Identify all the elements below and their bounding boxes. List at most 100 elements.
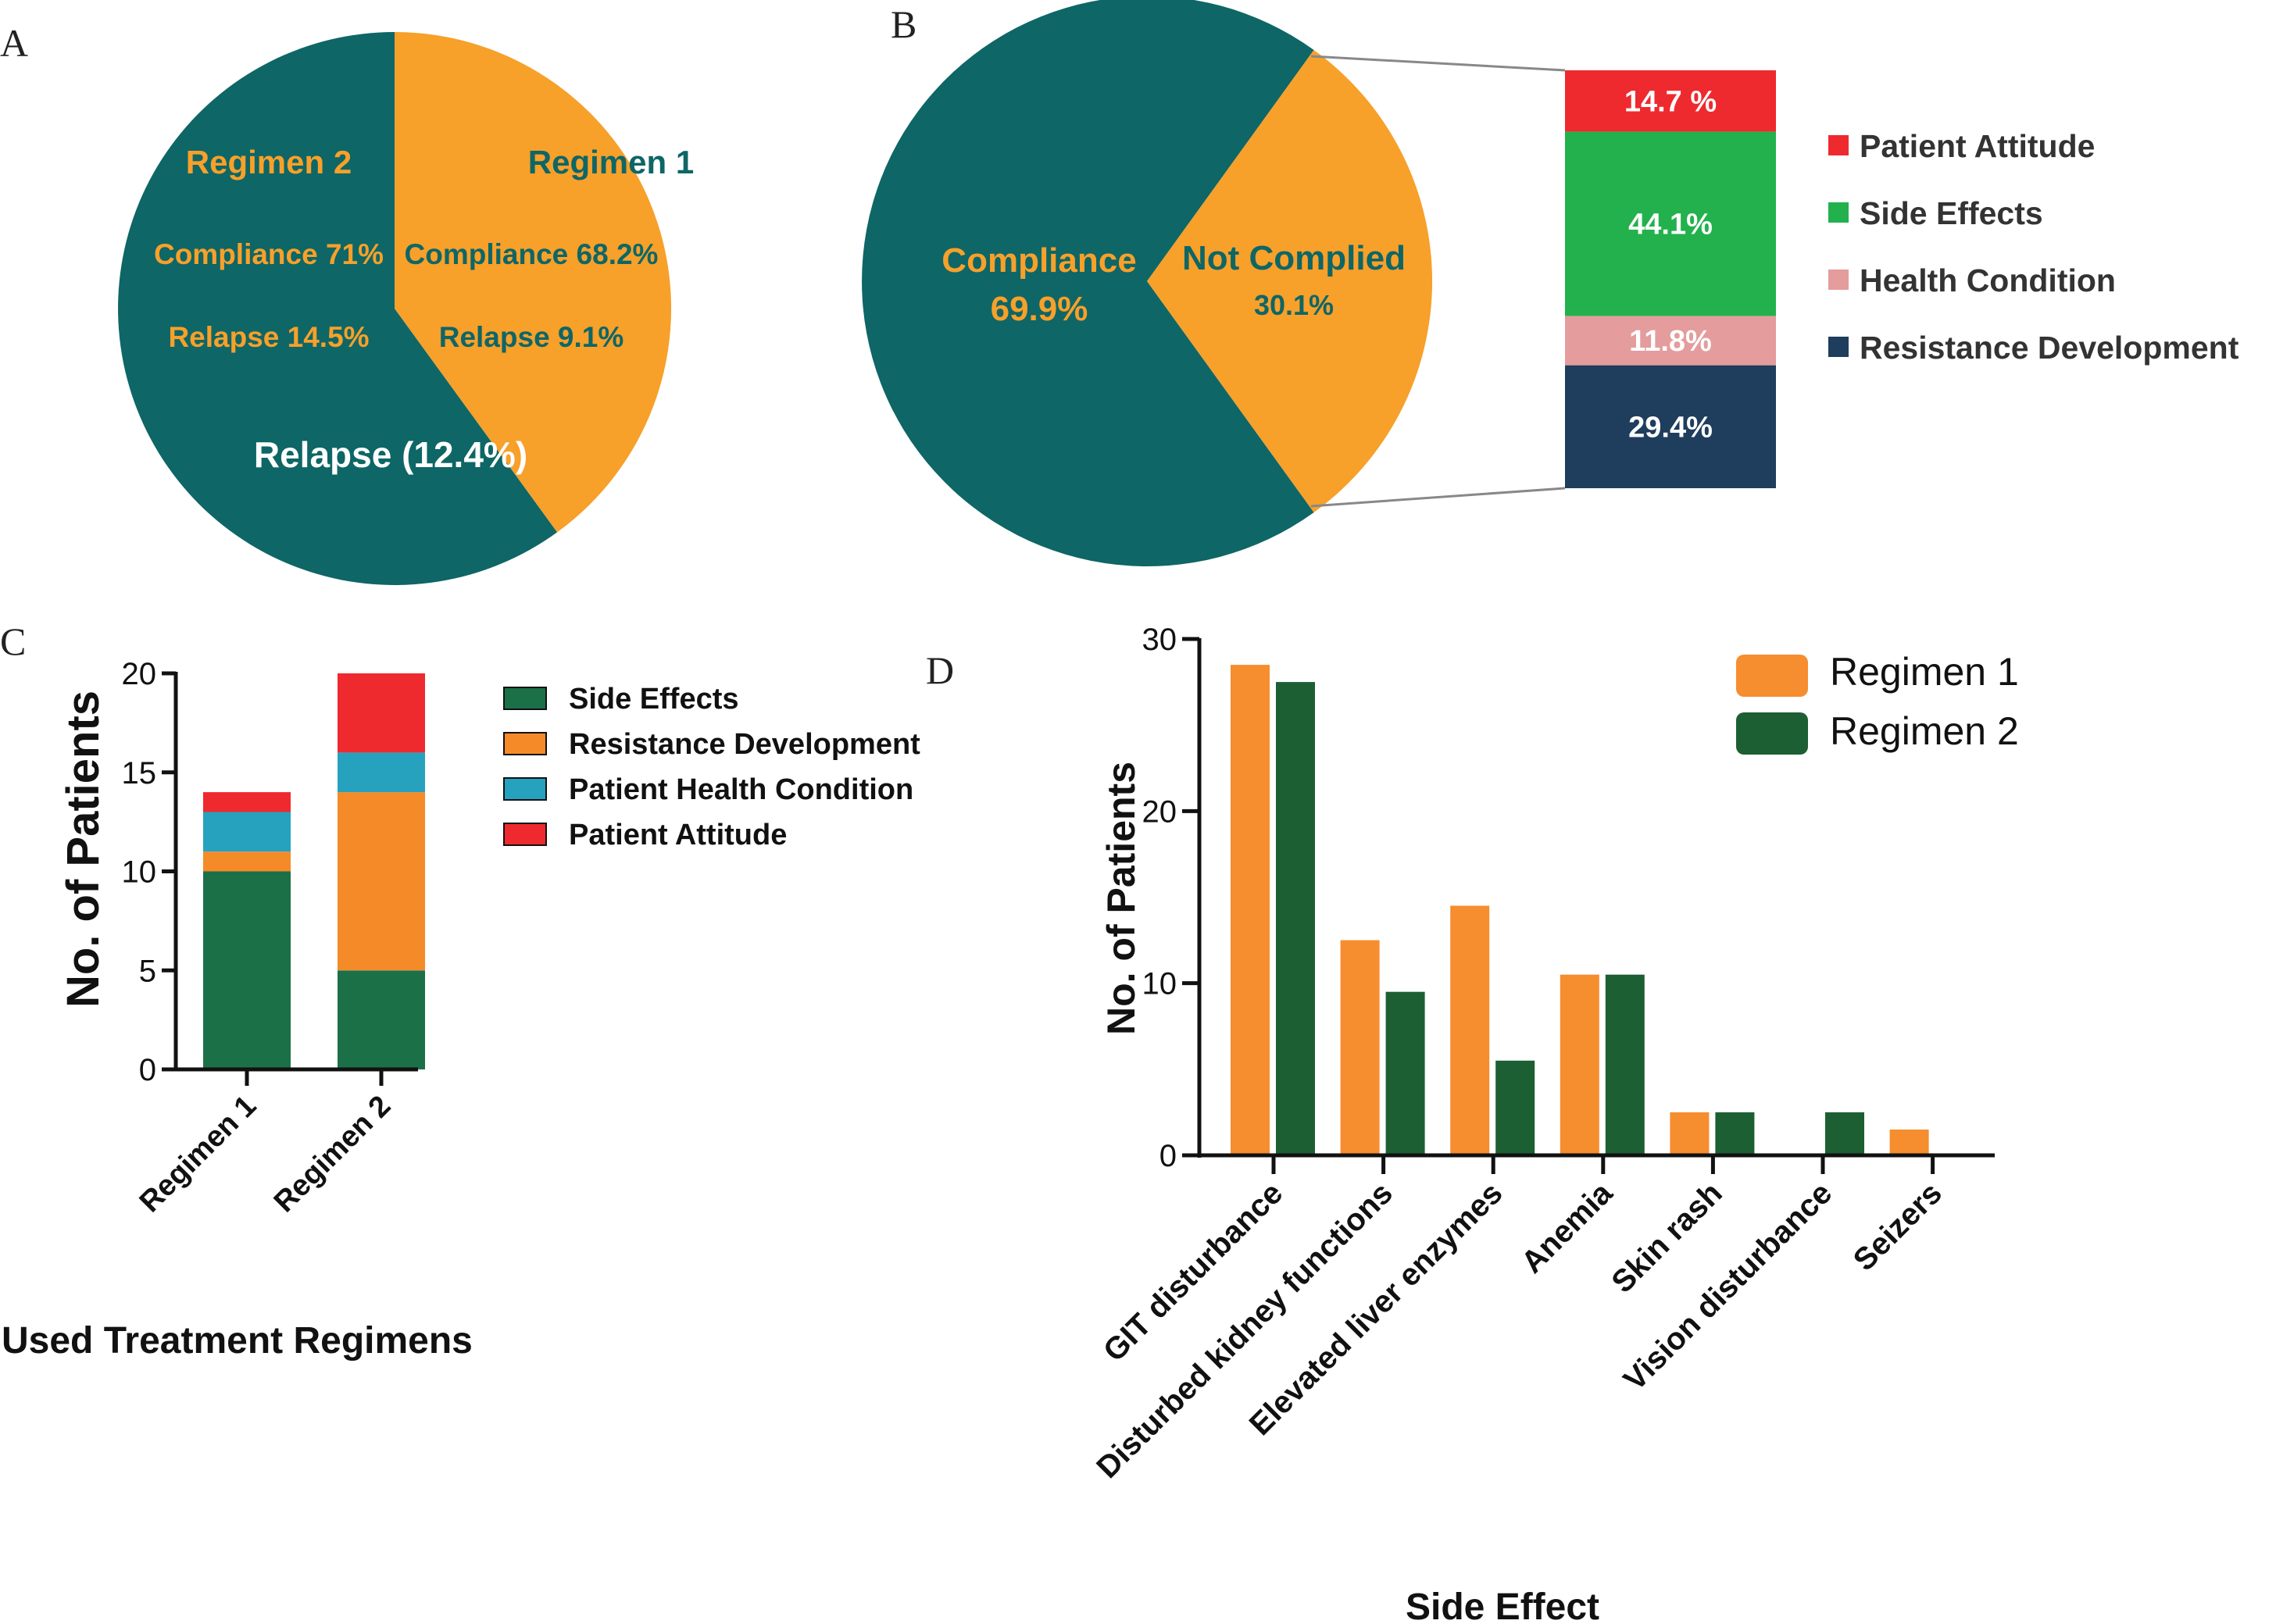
panel-d-bars bbox=[1231, 665, 1929, 1155]
pie-b-slice-not-complied bbox=[1147, 50, 1433, 512]
bar-skin-rash-regimen-2 bbox=[1715, 1112, 1755, 1155]
panel-d-x-tick-label-seizers: Seizers bbox=[1847, 1176, 1949, 1277]
legend-b-label-patient-attitude: Patient Attitude bbox=[1860, 128, 2095, 164]
bar-git-disturbance-regimen-1 bbox=[1231, 665, 1270, 1155]
legend-d-label-regimen-2: Regimen 2 bbox=[1830, 709, 2019, 753]
legend-b-swatch-patient-attitude bbox=[1828, 135, 1849, 155]
legend-d: Regimen 1 Regimen 2 bbox=[1736, 650, 2019, 755]
bar-regimen-2-resistance-development bbox=[338, 792, 425, 971]
panel-b-label: B bbox=[891, 2, 916, 46]
panel-d-y-tick-label-10: 10 bbox=[1142, 967, 1177, 1001]
panel-c-x-axis-title: Used Treatment Regimens bbox=[2, 1320, 473, 1362]
bar-regimen-2-side-effects bbox=[338, 970, 425, 1070]
panel-c-y-tick-label-0: 0 bbox=[139, 1053, 156, 1087]
legend-b-swatch-health-condition bbox=[1828, 269, 1849, 290]
legend-b-swatch-resistance-development bbox=[1828, 337, 1849, 357]
connector-line-bottom bbox=[1310, 487, 1566, 508]
bar-regimen-1-patient-attitude bbox=[203, 792, 291, 812]
pie-a-label-regimen-1-compliance: Compliance 68.2% bbox=[405, 238, 659, 270]
panel-d-x-tick-label-git-disturbance: GIT disturbance bbox=[1097, 1176, 1289, 1368]
bar-git-disturbance-regimen-2 bbox=[1276, 682, 1315, 1155]
pie-a-label-regimen-1-relapse: Relapse 9.1% bbox=[439, 321, 624, 353]
breakdown-segment-resistance-development bbox=[1565, 365, 1776, 488]
legend-c-swatch-side-effects bbox=[503, 687, 547, 710]
legend-b-label-side-effects: Side Effects bbox=[1860, 195, 2043, 231]
bar-anemia-regimen-1 bbox=[1560, 974, 1599, 1155]
bar-skin-rash-regimen-1 bbox=[1670, 1112, 1710, 1155]
panel-d-x-tick-label-vision-disturbance: Vision disturbance bbox=[1617, 1176, 1839, 1397]
pie-a-label-regimen-1: Regimen 1 bbox=[528, 144, 694, 180]
legend-b-label-health-condition: Health Condition bbox=[1860, 262, 2116, 298]
pie-a-slice-regimen-1 bbox=[395, 32, 672, 533]
breakdown-label-patient-attitude: 14.7 % bbox=[1624, 85, 1717, 118]
legend-d-label-regimen-1: Regimen 1 bbox=[1830, 650, 2019, 694]
breakdown-label-resistance-development: 29.4% bbox=[1628, 411, 1713, 444]
legend-c-swatch-patient-health-condition bbox=[503, 777, 547, 801]
breakdown-segment-patient-attitude bbox=[1565, 70, 1776, 132]
breakdown-stack: 14.7 % 44.1% 11.8% 29.4% bbox=[1565, 70, 1776, 488]
legend-c-label-patient-health-condition: Patient Health Condition bbox=[569, 773, 913, 806]
pie-b-value-compliance: 69.9% bbox=[991, 290, 1088, 328]
bar-vision-disturbance-regimen-2 bbox=[1825, 1112, 1864, 1155]
bar-disturbed-kidney-functions-regimen-1 bbox=[1340, 940, 1380, 1155]
bar-regimen-2-patient-health-condition bbox=[338, 752, 425, 793]
pie-a-label-overall-relapse: Relapse (12.4%) bbox=[254, 434, 527, 475]
panel-a-label: A bbox=[0, 21, 28, 65]
panel-c-y-axis-title: No. of Patients bbox=[58, 691, 109, 1008]
pie-b-label-not-complied: Not Complied bbox=[1182, 239, 1406, 277]
pie-a-label-regimen-2: Regimen 2 bbox=[186, 144, 352, 180]
panel-d-y-axis-title: No. of Patients bbox=[1099, 762, 1143, 1035]
legend-d-swatch-regimen-2 bbox=[1736, 712, 1808, 755]
legend-c-swatch-resistance-development bbox=[503, 732, 547, 755]
breakdown-segment-side-effects bbox=[1565, 131, 1776, 316]
panel-d-label: D bbox=[926, 648, 954, 692]
bar-regimen-1-side-effects bbox=[203, 871, 291, 1069]
panel-c-y-tick-label-10: 10 bbox=[122, 855, 157, 890]
panel-b: B Compliance 69.9% Not Complied 30.1% 14… bbox=[862, 0, 2239, 566]
legend-c-label-resistance-development: Resistance Development bbox=[569, 728, 920, 761]
bar-seizers-regimen-1 bbox=[1889, 1130, 1929, 1155]
pie-a-label-regimen-2-relapse: Relapse 14.5% bbox=[168, 321, 369, 353]
bar-anemia-regimen-2 bbox=[1605, 974, 1645, 1155]
bar-elevated-liver-enzymes-regimen-1 bbox=[1450, 905, 1490, 1155]
legend-b-swatch-side-effects bbox=[1828, 202, 1849, 223]
panel-d-x-axis-title: Side Effect bbox=[1406, 1587, 1599, 1624]
legend-b-label-resistance-development: Resistance Development bbox=[1860, 330, 2239, 366]
pie-b-value-not-complied: 30.1% bbox=[1254, 289, 1334, 321]
pie-b-slice-compliance bbox=[862, 0, 1314, 566]
pie-b-label-compliance: Compliance bbox=[941, 241, 1136, 280]
panel-c-y-tick-label-20: 20 bbox=[122, 657, 157, 691]
legend-b: Patient Attitude Side Effects Health Con… bbox=[1828, 128, 2239, 366]
panel-d-y-tick-label-20: 20 bbox=[1142, 794, 1177, 829]
breakdown-label-side-effects: 44.1% bbox=[1628, 209, 1713, 241]
panel-c-x-tick-regimen-1: Regimen 1 bbox=[134, 1090, 263, 1219]
legend-c-swatch-patient-attitude bbox=[503, 823, 547, 846]
panel-c-y-tick-label-15: 15 bbox=[122, 756, 157, 791]
panel-c: C 0 5 10 15 20 Regimen 1 Regimen 2 No. of Pa… bbox=[0, 619, 920, 1362]
bar-regimen-1-patient-health-condition bbox=[203, 812, 291, 852]
panel-c-x-tick-regimen-2: Regimen 2 bbox=[268, 1090, 398, 1219]
panel-d-x-tick-label-anemia: Anemia bbox=[1515, 1176, 1620, 1280]
bar-regimen-1-resistance-development bbox=[203, 851, 291, 872]
panel-c-label: C bbox=[0, 619, 26, 663]
legend-c-label-patient-attitude: Patient Attitude bbox=[569, 819, 787, 851]
legend-c: Side Effects Resistance Development Pati… bbox=[503, 683, 920, 851]
panel-d-y-ticks: 0 10 20 30 bbox=[1142, 623, 1199, 1173]
bar-elevated-liver-enzymes-regimen-2 bbox=[1495, 1060, 1535, 1155]
breakdown-segment-health-condition bbox=[1565, 316, 1776, 366]
bar-regimen-2-patient-attitude bbox=[338, 673, 425, 753]
panel-c-y-ticks: 0 5 10 15 20 bbox=[122, 657, 176, 1087]
panel-c-y-tick-label-5: 5 bbox=[139, 954, 156, 988]
panel-d-y-tick-label-30: 30 bbox=[1142, 623, 1177, 657]
pie-a-slice-regimen-2 bbox=[118, 32, 558, 585]
bar-disturbed-kidney-functions-regimen-2 bbox=[1385, 991, 1425, 1155]
breakdown-label-health-condition: 11.8% bbox=[1629, 325, 1712, 358]
panel-c-bars bbox=[203, 673, 425, 1070]
connector-line-top bbox=[1310, 55, 1566, 72]
legend-c-label-side-effects: Side Effects bbox=[569, 683, 739, 716]
panel-d-y-tick-label-0: 0 bbox=[1159, 1139, 1177, 1173]
legend-d-swatch-regimen-1 bbox=[1736, 655, 1808, 697]
